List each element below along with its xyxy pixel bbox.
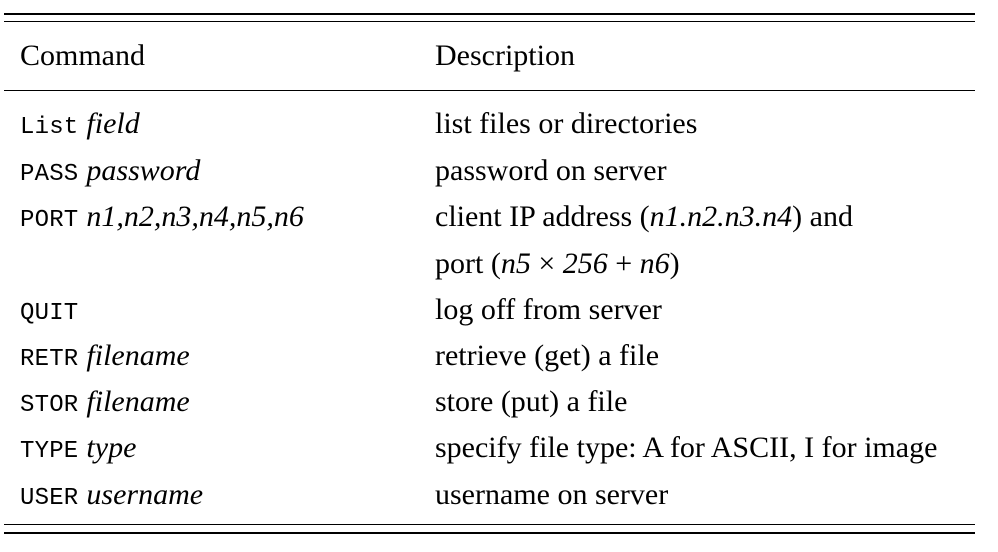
command-keyword: PASS xyxy=(20,161,79,188)
table-row-description: list files or directories xyxy=(435,107,698,140)
table-row-command: PASS password xyxy=(20,153,200,193)
description-operator: × xyxy=(530,247,563,280)
description-variable: 256 xyxy=(562,247,608,280)
command-argument: username xyxy=(86,478,204,511)
table-row-command: STOR filename xyxy=(20,384,190,424)
command-keyword: TYPE xyxy=(20,438,79,465)
header-command: Command xyxy=(20,39,145,72)
command-argument: field xyxy=(86,107,140,140)
description-text: port ( xyxy=(435,247,501,280)
table-row-command: RETR filename xyxy=(20,338,190,378)
table-row-description: retrieve (get) a file xyxy=(435,339,660,372)
command-keyword: PORT xyxy=(20,207,79,234)
command-argument: n1,n2,n3,n4,n5,n6 xyxy=(86,200,304,233)
table-row-description: specify file type: A for ASCII, I for im… xyxy=(435,431,938,464)
table-row-command: USER username xyxy=(20,477,203,517)
description-variable: n6 xyxy=(639,247,670,280)
description-variable: n5 xyxy=(500,247,531,280)
table-row-description: client IP address (n1.n2.n3.n4) and xyxy=(435,199,853,235)
table-row-description: log off from server xyxy=(435,293,662,326)
description-text: ) and xyxy=(792,200,853,233)
command-keyword: USER xyxy=(20,485,79,512)
header-description: Description xyxy=(435,39,575,72)
table-row-description: store (put) a file xyxy=(435,385,628,418)
command-keyword: STOR xyxy=(20,392,79,419)
command-argument: filename xyxy=(86,385,190,418)
table-row-command: PORT n1,n2,n3,n4,n5,n6 xyxy=(20,199,304,239)
command-argument: filename xyxy=(86,339,190,372)
table-row-description-continued: port (n5 × 256 + n6) xyxy=(435,246,680,282)
header-rule xyxy=(4,90,975,91)
command-keyword: RETR xyxy=(20,346,79,373)
command-keyword: QUIT xyxy=(20,300,79,327)
table-row-description: password on server xyxy=(435,154,667,187)
table-row-description: username on server xyxy=(435,478,669,511)
top-rule-inner xyxy=(4,21,975,22)
table-row-command: QUIT xyxy=(20,292,78,332)
command-keyword: List xyxy=(20,114,79,141)
top-rule xyxy=(4,13,975,15)
command-argument: type xyxy=(86,431,137,464)
bottom-rule xyxy=(4,532,975,534)
table-row-command: List field xyxy=(20,106,140,146)
description-text: client IP address ( xyxy=(435,200,650,233)
command-argument: password xyxy=(86,154,201,187)
table-row-command: TYPE type xyxy=(20,430,136,470)
description-variable: n1.n2.n3.n4 xyxy=(649,200,793,233)
bottom-rule-inner xyxy=(4,524,975,525)
description-text: ) xyxy=(669,247,680,280)
description-operator: + xyxy=(607,247,640,280)
